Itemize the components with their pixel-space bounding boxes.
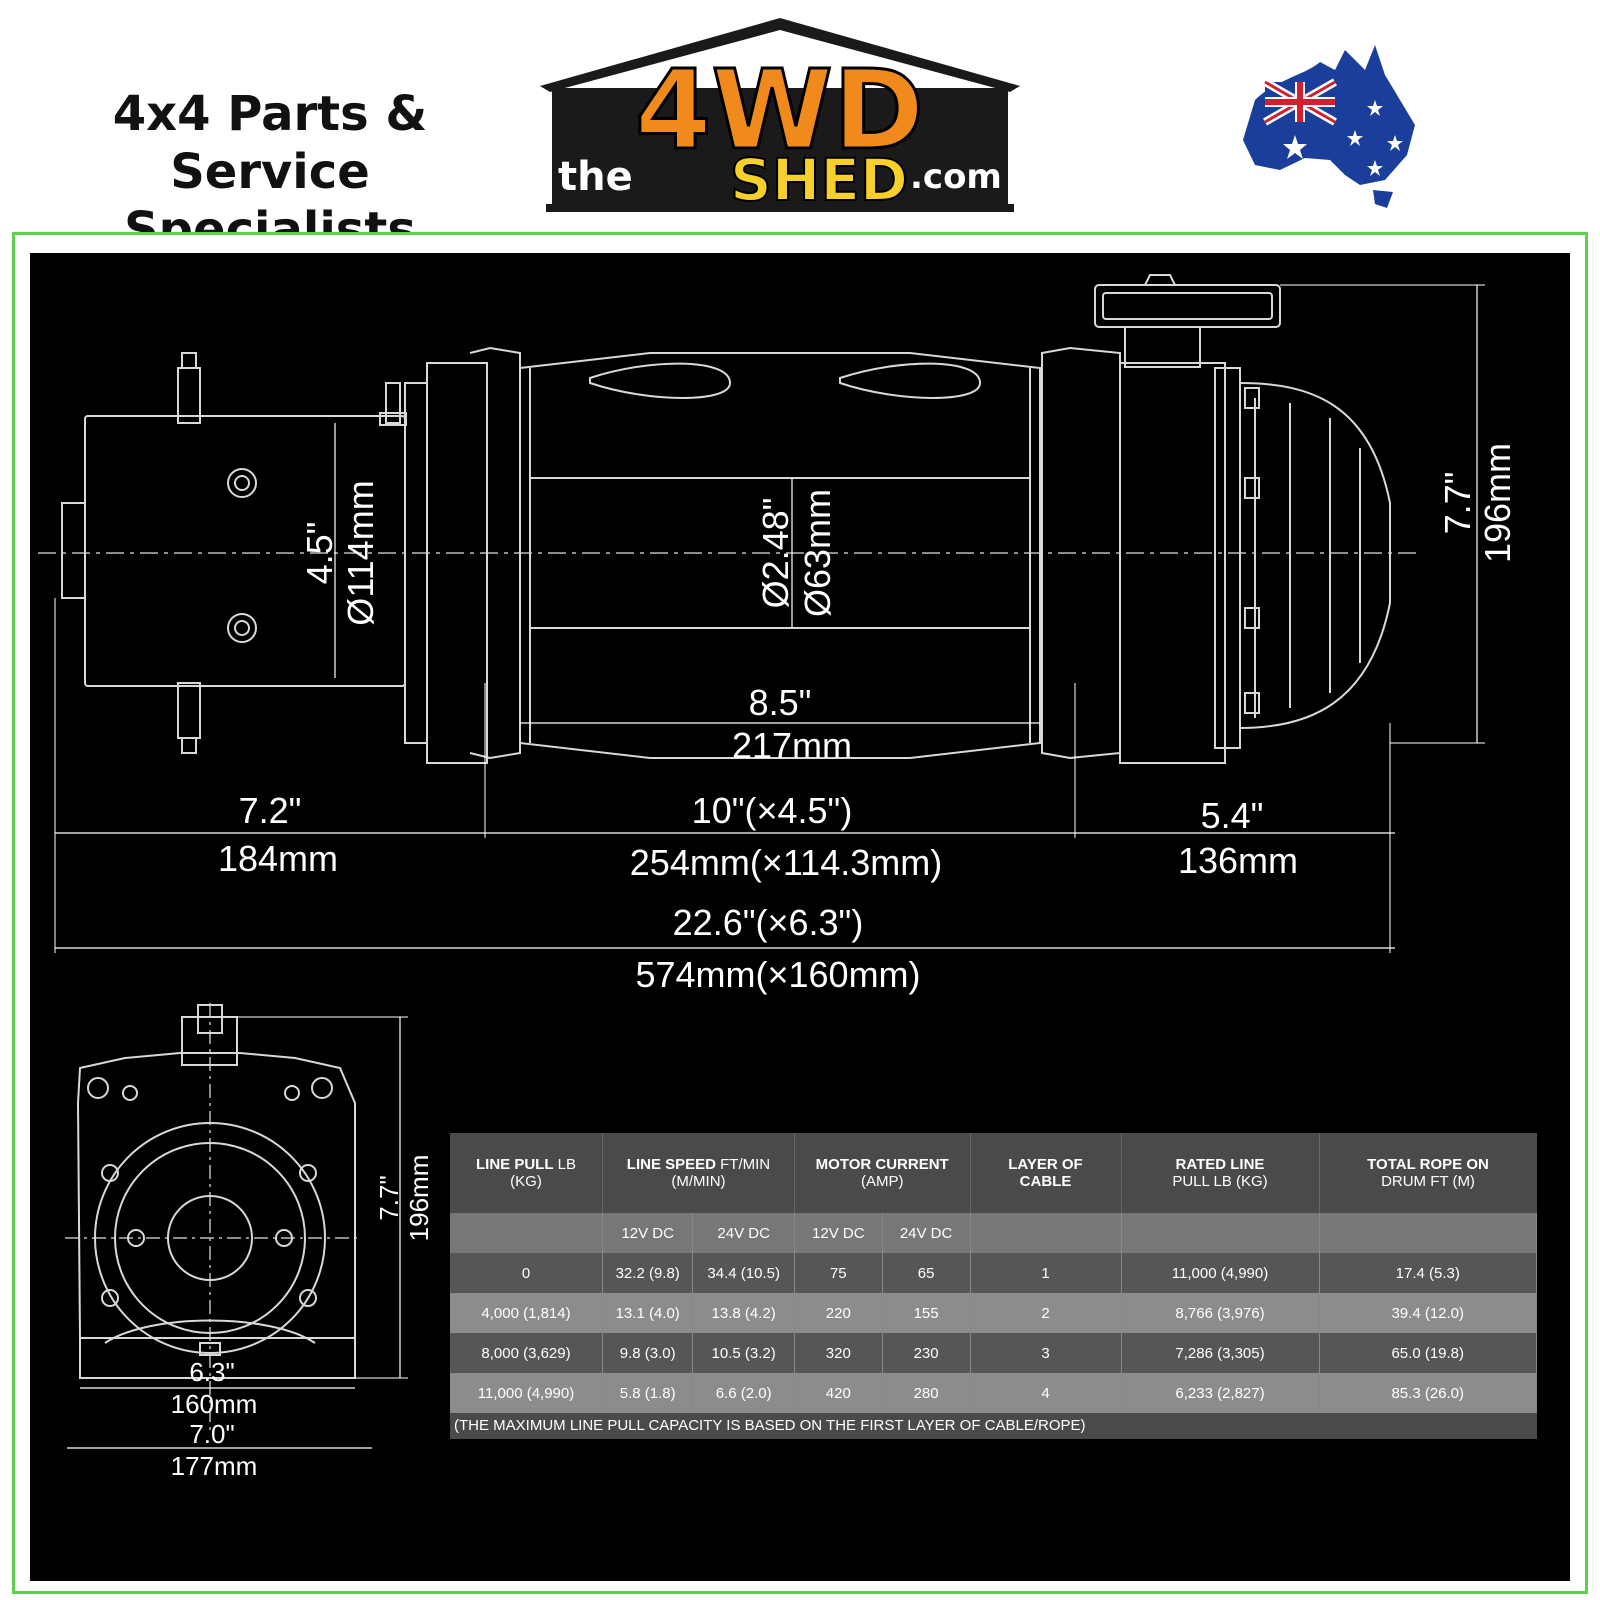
motor-height-in-label: 4.5" bbox=[299, 522, 340, 585]
subheader-cell: 24V DC bbox=[882, 1213, 971, 1253]
table-cell: 39.4 (12.0) bbox=[1319, 1293, 1537, 1333]
drum-length-mm-label: 217mm bbox=[732, 725, 852, 766]
end-width2-mm-label: 177mm bbox=[171, 1451, 258, 1481]
end-width2-in-label: 7.0" bbox=[189, 1419, 234, 1449]
table-cell: 4,000 (1,814) bbox=[450, 1293, 603, 1333]
table-cell: 6,233 (2,827) bbox=[1121, 1373, 1320, 1413]
table-cell: 8,766 (3,976) bbox=[1121, 1293, 1320, 1333]
table-cell: 230 bbox=[882, 1333, 971, 1373]
right-end-plate bbox=[1041, 346, 1226, 764]
gearbox bbox=[1214, 367, 1391, 749]
drum-length-in-label: 8.5" bbox=[749, 682, 812, 723]
end-width1-mm-label: 160mm bbox=[171, 1389, 258, 1419]
logo-prefix: the bbox=[558, 154, 633, 200]
table-subheader-row: 12V DC 24V DC 12V DC 24V DC bbox=[450, 1213, 1537, 1253]
brand-logo: the 4WD SHED .com bbox=[540, 18, 1020, 215]
logo-suffix: .com bbox=[910, 157, 1002, 197]
subheader-cell: 12V DC bbox=[794, 1213, 883, 1253]
table-cell: 65 bbox=[882, 1253, 971, 1293]
left-end-plate bbox=[404, 346, 521, 764]
table-cell: 8,000 (3,629) bbox=[450, 1333, 603, 1373]
table-cell: 11,000 (4,990) bbox=[1121, 1253, 1320, 1293]
table-cell: 85.3 (26.0) bbox=[1319, 1373, 1537, 1413]
table-cell: 11,000 (4,990) bbox=[450, 1373, 603, 1413]
winch-spec-table: LINE PULL LB(KG) LINE SPEED FT/MIN(M/MIN… bbox=[450, 1133, 1537, 1413]
table-cell: 420 bbox=[794, 1373, 883, 1413]
header-motor-current: MOTOR CURRENT(AMP) bbox=[794, 1133, 971, 1213]
table-cell: 2 bbox=[970, 1293, 1122, 1333]
table-cell: 155 bbox=[882, 1293, 971, 1333]
table-cell: 9.8 (3.0) bbox=[602, 1333, 694, 1373]
seg2-in-label: 10"(×4.5") bbox=[692, 790, 853, 831]
height-in-label: 7.7" bbox=[1437, 472, 1478, 535]
seg1-mm-label: 184mm bbox=[218, 838, 338, 879]
seg2-mm-label: 254mm(×114.3mm) bbox=[630, 842, 942, 883]
subheader-cell bbox=[1121, 1213, 1320, 1253]
seg3-in-label: 5.4" bbox=[1201, 795, 1264, 836]
table-cell: 6.6 (2.0) bbox=[692, 1373, 795, 1413]
table-cell: 34.4 (10.5) bbox=[692, 1253, 795, 1293]
header-line-pull: LINE PULL LB(KG) bbox=[450, 1133, 603, 1213]
drum-diameter-mm-label: Ø63mm bbox=[797, 489, 838, 617]
header-line-speed: LINE SPEED FT/MIN(M/MIN) bbox=[602, 1133, 795, 1213]
table-cell: 13.8 (4.2) bbox=[692, 1293, 795, 1333]
table-footnote: (THE MAXIMUM LINE PULL CAPACITY IS BASED… bbox=[450, 1413, 1537, 1439]
table-cell: 13.1 (4.0) bbox=[602, 1293, 694, 1333]
total-in-label: 22.6"(×6.3") bbox=[673, 902, 864, 943]
motor-diameter-label: Ø114mm bbox=[340, 480, 381, 625]
table-cell: 3 bbox=[970, 1333, 1122, 1373]
end-height-mm-label: 196mm bbox=[404, 1155, 434, 1242]
tagline-line1: 4x4 Parts & Service bbox=[112, 86, 428, 200]
cable-drum bbox=[519, 352, 1041, 759]
table-row: 0 32.2 (9.8) 34.4 (10.5) 75 65 1 11,000 … bbox=[450, 1253, 1537, 1293]
table-cell: 75 bbox=[794, 1253, 883, 1293]
winch-technical-drawing: 4.5" Ø114mm Ø2.48" Ø63mm 8.5" 217mm 7.7"… bbox=[38, 274, 1518, 1481]
subheader-cell bbox=[970, 1213, 1122, 1253]
table-cell: 280 bbox=[882, 1373, 971, 1413]
table-cell: 220 bbox=[794, 1293, 883, 1333]
subheader-cell: 24V DC bbox=[692, 1213, 795, 1253]
subheader-cell bbox=[450, 1213, 603, 1253]
table-cell: 5.8 (1.8) bbox=[602, 1373, 694, 1413]
end-height-in-label: 7.7" bbox=[374, 1175, 404, 1220]
table-cell: 65.0 (19.8) bbox=[1319, 1333, 1537, 1373]
table-cell: 1 bbox=[970, 1253, 1122, 1293]
drum-diameter-in-label: Ø2.48" bbox=[755, 498, 796, 609]
seg3-mm-label: 136mm bbox=[1178, 840, 1298, 881]
logo-main-top: 4WD bbox=[635, 46, 924, 174]
seg1-in-label: 7.2" bbox=[239, 790, 302, 831]
table-cell: 0 bbox=[450, 1253, 603, 1293]
end-view-drawing bbox=[65, 1003, 360, 1433]
table-cell: 320 bbox=[794, 1333, 883, 1373]
table-header-row: LINE PULL LB(KG) LINE SPEED FT/MIN(M/MIN… bbox=[450, 1133, 1537, 1213]
logo-main-bottom: SHED bbox=[730, 146, 908, 214]
table-row: 11,000 (4,990) 5.8 (1.8) 6.6 (2.0) 420 2… bbox=[450, 1373, 1537, 1413]
subheader-cell bbox=[1319, 1213, 1537, 1253]
subheader-cell: 12V DC bbox=[602, 1213, 694, 1253]
clutch-handle bbox=[1094, 274, 1281, 368]
table-cell: 7,286 (3,305) bbox=[1121, 1333, 1320, 1373]
table-row: 4,000 (1,814) 13.1 (4.0) 13.8 (4.2) 220 … bbox=[450, 1293, 1537, 1333]
table-cell: 32.2 (9.8) bbox=[602, 1253, 694, 1293]
australia-map-flag-icon bbox=[1243, 45, 1415, 208]
height-mm-label: 196mm bbox=[1477, 443, 1518, 563]
table-cell: 10.5 (3.2) bbox=[692, 1333, 795, 1373]
table-cell: 17.4 (5.3) bbox=[1319, 1253, 1537, 1293]
table-cell: 4 bbox=[970, 1373, 1122, 1413]
table-row: 8,000 (3,629) 9.8 (3.0) 10.5 (3.2) 320 2… bbox=[450, 1333, 1537, 1373]
total-mm-label: 574mm(×160mm) bbox=[635, 954, 920, 995]
end-width1-in-label: 6.3" bbox=[189, 1357, 234, 1387]
